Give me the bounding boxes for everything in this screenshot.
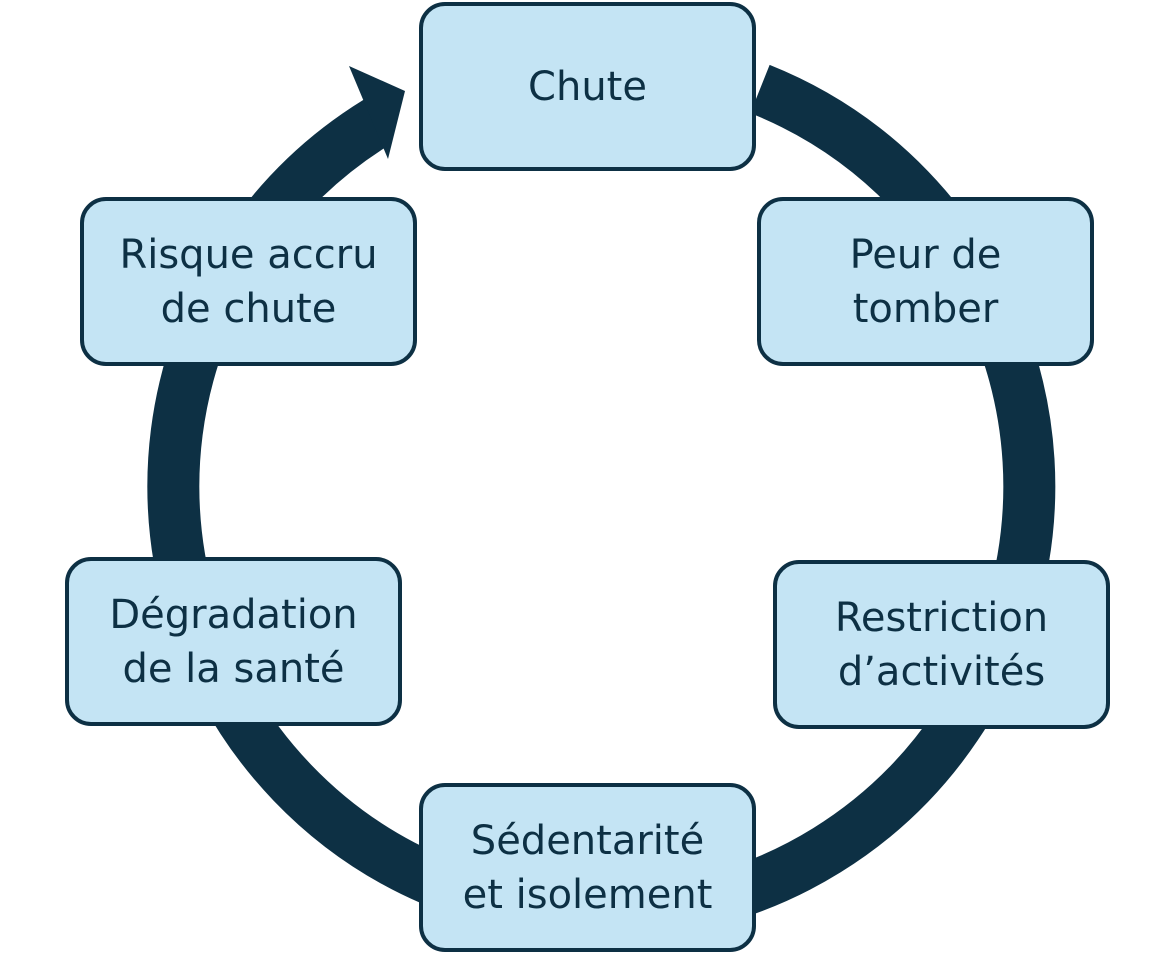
node-degradation-sante: Dégradation de la santé: [65, 557, 402, 726]
node-degradation-line-1: Dégradation: [109, 591, 358, 638]
node-restriction-line-2: d’activités: [837, 648, 1046, 695]
node-degradation-line-2: de la santé: [122, 645, 345, 692]
node-risque-line-2: de chute: [160, 285, 337, 332]
node-sedentarite-line-2: et isolement: [462, 871, 713, 918]
node-peur-line-1: Peur de: [849, 231, 1002, 278]
cycle-arrowhead: [349, 66, 405, 159]
node-peur-line-2: tomber: [852, 285, 999, 332]
node-restriction-activites: Restriction d’activités: [773, 560, 1110, 729]
node-risque-line-1: Risque accru: [119, 231, 378, 278]
node-peur-de-tomber: Peur de tomber: [757, 197, 1094, 366]
node-risque-accru-chute: Risque accru de chute: [80, 197, 417, 366]
node-chute-line-1: Chute: [528, 63, 647, 110]
node-sedentarite-line-1: Sédentarité: [470, 817, 705, 864]
node-sedentarite-isolement: Sédentarité et isolement: [419, 783, 756, 952]
node-restriction-line-1: Restriction: [834, 594, 1049, 641]
node-chute: Chute: [419, 2, 756, 171]
